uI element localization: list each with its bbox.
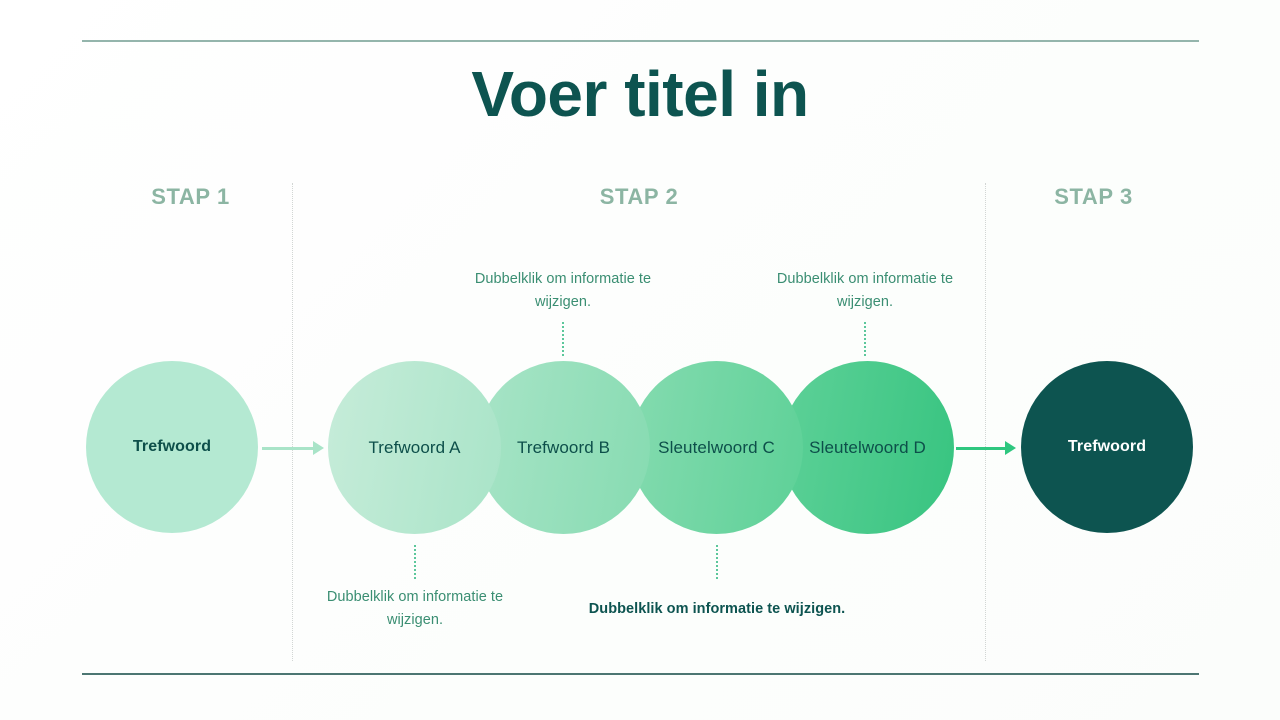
connector-line-below-a (414, 545, 416, 579)
circle-node-b[interactable]: Trefwoord B (477, 361, 650, 534)
arrow-right-icon-2 (956, 440, 1016, 456)
circle-node-b-label: Trefwoord B (516, 437, 611, 457)
connector-line-above-d (864, 322, 866, 356)
circle-node-a-label: Trefwoord A (368, 437, 461, 457)
circle-node-d[interactable]: Sleutelwoord D (781, 361, 954, 534)
circle-node-start-label: Trefwoord (132, 438, 212, 455)
annotation-above-d[interactable]: Dubbelklik om informatie te wijzigen. (776, 271, 954, 311)
circle-node-c-label: Sleutelwoord C (658, 437, 775, 457)
step-label-3[interactable]: STAP 3 (1054, 184, 1133, 209)
arrow-right-icon-1 (262, 440, 324, 456)
page-title[interactable]: Voer titel in (471, 58, 809, 130)
bottom-divider-rule (82, 673, 1199, 675)
vertical-separator-2 (985, 183, 986, 661)
circle-node-c[interactable]: Sleutelwoord C (630, 361, 803, 534)
circle-node-end[interactable]: Trefwoord (1021, 361, 1193, 533)
arrow-head (1005, 441, 1016, 455)
top-divider-rule (82, 40, 1199, 42)
vertical-separator-1 (292, 183, 293, 661)
circle-node-a[interactable]: Trefwoord A (328, 361, 501, 534)
annotation-above-b[interactable]: Dubbelklik om informatie te wijzigen. (474, 271, 652, 311)
connector-line-above-b (562, 322, 564, 356)
circle-node-end-label: Trefwoord (1067, 438, 1147, 455)
annotation-below-a[interactable]: Dubbelklik om informatie te wijzigen. (326, 589, 504, 629)
step-label-1[interactable]: STAP 1 (151, 184, 230, 209)
arrow-shaft (262, 446, 313, 450)
annotation-below-c[interactable]: Dubbelklik om informatie te wijzigen. (588, 601, 846, 617)
arrow-head (313, 441, 324, 455)
circle-node-start[interactable]: Trefwoord (86, 361, 258, 533)
arrow-shaft (956, 446, 1005, 450)
step-label-2[interactable]: STAP 2 (599, 184, 679, 209)
connector-line-below-c (716, 545, 718, 579)
circle-node-d-label: Sleutelwoord D (809, 437, 926, 457)
